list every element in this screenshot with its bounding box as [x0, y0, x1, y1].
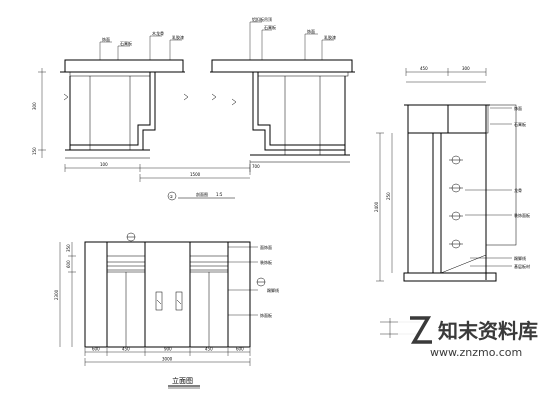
elevation-handle-right	[175, 291, 183, 311]
plan-left-label-4: 乳胶漆	[172, 34, 184, 40]
side-section-view: 450 300 2400 250 饰面 石膏板 龙骨 装饰面板 踢脚线 基层板材	[374, 66, 530, 338]
plan-left-label-1: 饰面	[102, 36, 110, 42]
watermark-brand: 知末资料库	[438, 319, 538, 343]
plan-right-label-1: 铝扣板吊顶	[252, 16, 272, 22]
elev-dim-b-2: 900	[164, 347, 172, 352]
side-label-1: 饰面	[514, 105, 522, 111]
elev-dim-b-3: 450	[205, 347, 213, 352]
side-label-2: 石膏板	[514, 121, 526, 127]
plan-right-label-2: 石膏板	[264, 24, 276, 30]
plan-dim-v-0: 150	[32, 147, 37, 155]
plan-section-right: 铝扣板吊顶 石膏板 饰面 乳胶漆 700	[210, 16, 355, 175]
side-dim-v-0: 2400	[374, 201, 379, 212]
plan-left-label-3: 木龙骨	[152, 30, 164, 36]
side-label-3: 龙骨	[514, 187, 522, 193]
elev-dim-b-1: 450	[122, 347, 130, 352]
plan-section-scale: 1:5	[216, 192, 223, 197]
plan-dim-v-2: 700	[252, 164, 260, 169]
plan-section-view: 饰面 石膏板 木龙骨 乳胶漆 300 150	[32, 16, 355, 201]
elevation-door-left	[106, 241, 146, 348]
plan-section-tag-circle	[167, 191, 177, 201]
side-label-4: 装饰面板	[514, 212, 530, 218]
plan-dim-v-1: 300	[32, 102, 37, 110]
plan-left-label-2: 石膏板	[120, 40, 132, 46]
plan-section-left: 饰面 石膏板 木龙骨 乳胶漆 300 150	[32, 30, 189, 159]
plan-right-label-4: 乳胶漆	[324, 34, 336, 40]
elevation-handle-left	[155, 291, 163, 311]
plan-dim-b-1: 1500	[190, 172, 201, 177]
side-dim-t-1: 300	[462, 66, 470, 71]
elev-dim-b-4: 600	[236, 347, 244, 352]
watermark: 知末资料库 www.znzmo.com	[398, 308, 558, 364]
elev-label-3: 踢脚线	[267, 287, 279, 293]
watermark-url: www.znzmo.com	[430, 346, 522, 359]
plan-dim-b-0: 100	[100, 162, 108, 167]
elev-label-4: 饰面板	[260, 312, 272, 318]
elevation-view: 面饰面 装饰板 踢脚线 饰面板 350 600 2300 600 450 900…	[54, 232, 279, 389]
plan-right-label-3: 饰面	[307, 28, 315, 34]
elevation-door-right	[189, 241, 229, 348]
side-dim-v-1: 250	[386, 192, 391, 200]
plan-section-tag: ①	[170, 194, 174, 199]
elev-dim-v-0: 350	[66, 244, 71, 252]
elevation-caption: 立面图	[172, 376, 193, 385]
elev-dim-v-2: 2300	[54, 289, 59, 300]
side-dim-t-0: 450	[420, 66, 428, 71]
elev-dim-v-1: 600	[66, 260, 71, 268]
znzmo-logo-icon	[410, 316, 432, 344]
elev-dim-b-0: 600	[92, 347, 100, 352]
elev-dim-total: 3000	[162, 357, 173, 362]
elev-label-1: 面饰面	[260, 244, 272, 250]
side-label-6: 基层板材	[514, 263, 530, 269]
side-label-5: 踢脚线	[514, 255, 526, 261]
elev-label-2: 装饰板	[260, 259, 272, 265]
plan-section-caption: 剖面图	[196, 191, 208, 197]
